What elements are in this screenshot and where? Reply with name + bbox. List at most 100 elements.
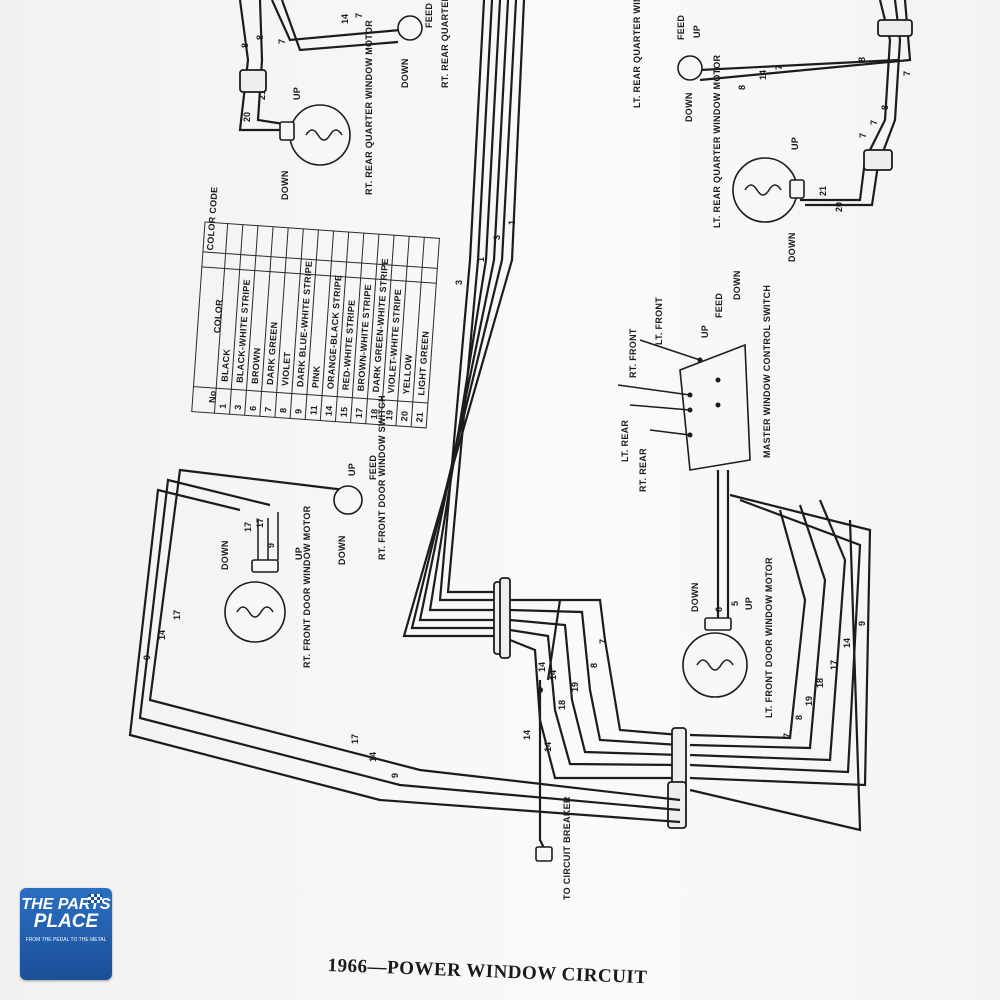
color-code-row-divider bbox=[213, 223, 229, 414]
svg-text:14: 14 bbox=[157, 630, 167, 640]
svg-text:17: 17 bbox=[243, 522, 253, 532]
rt-rear-quarter-motor-body bbox=[289, 104, 351, 166]
svg-text:7: 7 bbox=[869, 120, 879, 125]
svg-text:19: 19 bbox=[570, 682, 580, 692]
color-code-number: 6 bbox=[248, 405, 258, 411]
label-feed-master: FEED bbox=[714, 293, 724, 318]
color-code-number: 19 bbox=[384, 409, 395, 420]
svg-text:7: 7 bbox=[858, 133, 868, 138]
color-code-col-color: COLOR bbox=[212, 299, 224, 334]
label-rt-front: RT. FRONT bbox=[628, 328, 638, 378]
label-down-2: DOWN bbox=[400, 58, 410, 88]
svg-text:9: 9 bbox=[390, 773, 400, 778]
color-code-number: 7 bbox=[263, 406, 273, 412]
color-code-number: 14 bbox=[324, 405, 335, 416]
color-code-number: 11 bbox=[308, 405, 319, 416]
svg-text:8: 8 bbox=[737, 85, 747, 90]
color-code-color: VIOLET bbox=[280, 351, 292, 386]
color-code-number: 20 bbox=[399, 410, 410, 421]
svg-text:20: 20 bbox=[834, 202, 844, 212]
svg-text:17: 17 bbox=[350, 734, 360, 744]
svg-text:21: 21 bbox=[257, 90, 267, 100]
svg-text:8: 8 bbox=[255, 35, 265, 40]
color-code-number: 17 bbox=[354, 407, 365, 418]
color-code-row-divider bbox=[350, 233, 365, 423]
svg-text:17: 17 bbox=[172, 610, 182, 620]
svg-text:3: 3 bbox=[454, 280, 464, 285]
checkered-flag-icon bbox=[88, 894, 102, 903]
svg-text:14: 14 bbox=[548, 670, 558, 680]
label-feed-rt-front-switch: FEED bbox=[368, 455, 378, 480]
svg-text:3: 3 bbox=[492, 235, 502, 240]
svg-text:14: 14 bbox=[368, 752, 378, 762]
color-code-col-no: No bbox=[207, 390, 218, 403]
label-lt-front: LT. FRONT bbox=[654, 297, 664, 345]
lt-rear-lower-connector bbox=[863, 149, 893, 171]
label-feed-1: FEED bbox=[424, 3, 434, 28]
color-code-row-divider bbox=[274, 227, 289, 418]
label-lt-rear-quarter-switch: LT. REAR QUARTER WINDOW SWITCH bbox=[632, 0, 642, 108]
circuit-breaker-terminal bbox=[535, 846, 553, 862]
label-down-1: DOWN bbox=[280, 170, 290, 200]
color-code-row-divider bbox=[334, 232, 350, 422]
color-code-row-divider bbox=[304, 229, 319, 420]
color-code-row-divider bbox=[229, 224, 244, 415]
svg-text:8: 8 bbox=[794, 715, 804, 720]
svg-text:9: 9 bbox=[857, 621, 867, 626]
color-code-row-divider bbox=[380, 235, 395, 425]
logo-line-2: PLACE bbox=[33, 911, 99, 932]
label-up-master: UP bbox=[700, 325, 710, 338]
svg-text:17: 17 bbox=[255, 518, 265, 528]
lt-front-door-assembly bbox=[682, 470, 748, 698]
svg-text:19: 19 bbox=[804, 696, 814, 706]
color-code-color: YELLOW bbox=[401, 354, 414, 395]
svg-text:8: 8 bbox=[240, 43, 250, 48]
svg-text:7: 7 bbox=[774, 65, 784, 70]
svg-text:7: 7 bbox=[277, 39, 287, 44]
label-up-lt-front-motor: UP bbox=[744, 597, 754, 610]
label-up-lt-rear: UP bbox=[692, 25, 702, 38]
color-code-color: BROWN bbox=[250, 347, 263, 384]
label-up-rt-front-motor: UP bbox=[294, 547, 304, 560]
parts-place-logo[interactable]: THE PARTS PLACE FROM THE PEDAL TO THE ME… bbox=[20, 888, 112, 980]
rt-rear-quarter-assembly bbox=[238, 0, 423, 166]
svg-text:8: 8 bbox=[589, 663, 599, 668]
lower-harness bbox=[509, 493, 872, 832]
label-rt-rear-quarter-switch: RT. REAR QUARTER WINDOW SWITCH bbox=[440, 0, 450, 88]
color-code-color: ORANGE-BLACK STRIPE bbox=[325, 274, 343, 389]
svg-text:14: 14 bbox=[758, 70, 768, 80]
color-code-number: 18 bbox=[369, 408, 380, 419]
label-rt-rear: RT. REAR bbox=[638, 448, 648, 492]
label-up-rt-front-switch: UP bbox=[347, 463, 357, 476]
color-code-color: BLACK-WHITE STRIPE bbox=[235, 279, 252, 383]
color-code-col-divider bbox=[193, 386, 428, 404]
color-code-row-divider bbox=[259, 226, 274, 417]
label-rt-front-door-switch: RT. FRONT DOOR WINDOW SWITCH bbox=[377, 395, 387, 560]
rt-front-door-assembly bbox=[224, 485, 363, 643]
label-lt-rear-quarter-motor: LT. REAR QUARTER WINDOW MOTOR bbox=[712, 54, 722, 228]
svg-text:18: 18 bbox=[557, 700, 567, 710]
label-circuit-breaker: TO CIRCUIT BREAKER bbox=[562, 796, 572, 900]
color-code-color: BLACK bbox=[220, 348, 232, 382]
color-code-row-divider bbox=[244, 225, 259, 416]
svg-text:1: 1 bbox=[507, 220, 517, 225]
lt-rear-quarter-assembly bbox=[677, 0, 913, 223]
color-code-row-divider bbox=[319, 230, 335, 421]
bottom-left-wires bbox=[128, 468, 681, 824]
label-down-lt-front-motor: DOWN bbox=[690, 582, 700, 612]
color-code-number: 9 bbox=[293, 408, 303, 414]
svg-text:9: 9 bbox=[142, 655, 152, 660]
center-connector bbox=[493, 577, 511, 659]
lt-rear-quarter-switch-body bbox=[677, 55, 703, 81]
rt-rear-connector bbox=[239, 69, 267, 93]
lower-right-connector bbox=[667, 727, 687, 829]
svg-text:14: 14 bbox=[522, 730, 532, 740]
svg-text:7: 7 bbox=[782, 733, 792, 738]
color-code-color: LIGHT GREEN bbox=[416, 330, 430, 395]
svg-text:17: 17 bbox=[829, 660, 839, 670]
lt-rear-top-connector bbox=[877, 19, 913, 37]
svg-text:9: 9 bbox=[266, 543, 276, 548]
